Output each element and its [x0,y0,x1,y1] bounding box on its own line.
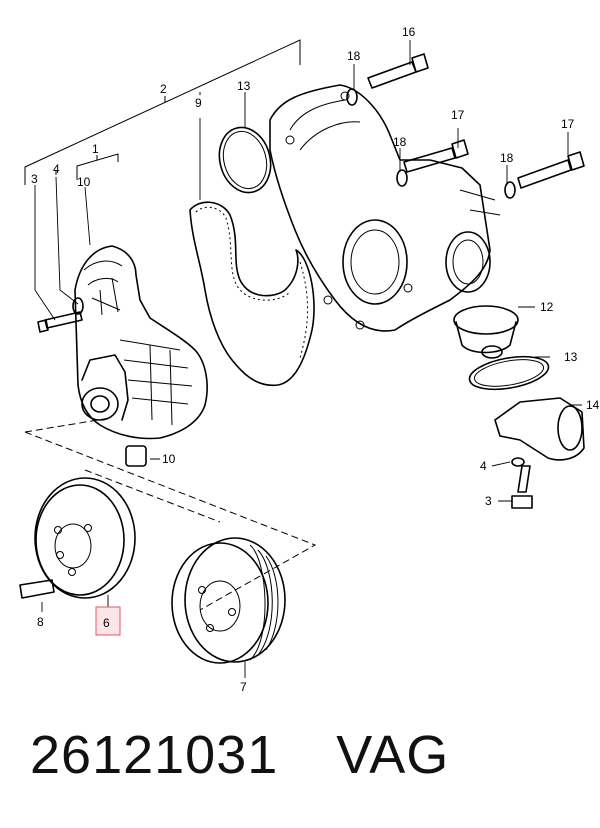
callout-label-17-mid: 17 [451,108,465,122]
bolts-upper-part [346,53,585,199]
brand-name: VAG [336,725,450,785]
callout-label-4-lower: 4 [480,459,487,473]
callout-label-2: 2 [160,82,167,96]
callout-label-8: 8 [37,615,44,629]
callout-label-6: 6 [103,616,110,630]
gasket-9-part [189,201,315,386]
callout-label-3: 3 [31,172,38,186]
bolts-lower-part [19,297,533,599]
callout-label-7: 7 [240,680,247,694]
callout-label-13-top: 13 [237,79,251,93]
callout-label-17-right: 17 [561,117,575,131]
callout-label-12: 12 [540,300,554,314]
o-ring-13-top-part [218,126,272,194]
callout-label-3-lower: 3 [485,494,492,508]
callout-label-9: 9 [195,96,202,110]
callout-label-10: 10 [77,175,91,189]
highlight-box-6 [95,606,121,636]
callout-label-13-lower: 13 [564,350,578,364]
callout-label-18-top: 18 [347,49,361,63]
callout-label-1: 1 [92,142,99,156]
callout-label-18-mid: 18 [393,135,407,149]
callout-label-4: 4 [53,162,60,176]
coolant-elbow-14-part [494,397,585,461]
bracket-group-1 [76,153,119,180]
thermostat-12-part [453,305,519,359]
bracket-group-2 [24,39,301,185]
pulley-6-part [34,477,136,599]
callout-label-10-lower: 10 [162,452,176,466]
part-number: 26121031 [30,725,279,785]
callout-leader-lines [34,40,582,678]
o-ring-13-lower-part [468,355,550,391]
callout-label-18-right: 18 [500,151,514,165]
footer-caption: 26121031 VAG [30,724,449,786]
callout-label-14: 14 [586,398,600,412]
coolant-housing-part [269,84,501,332]
water-pump-part [74,245,208,467]
callout-label-16: 16 [402,25,416,39]
dashed-guide-lines [24,417,317,611]
pulley-7-part [171,537,286,664]
